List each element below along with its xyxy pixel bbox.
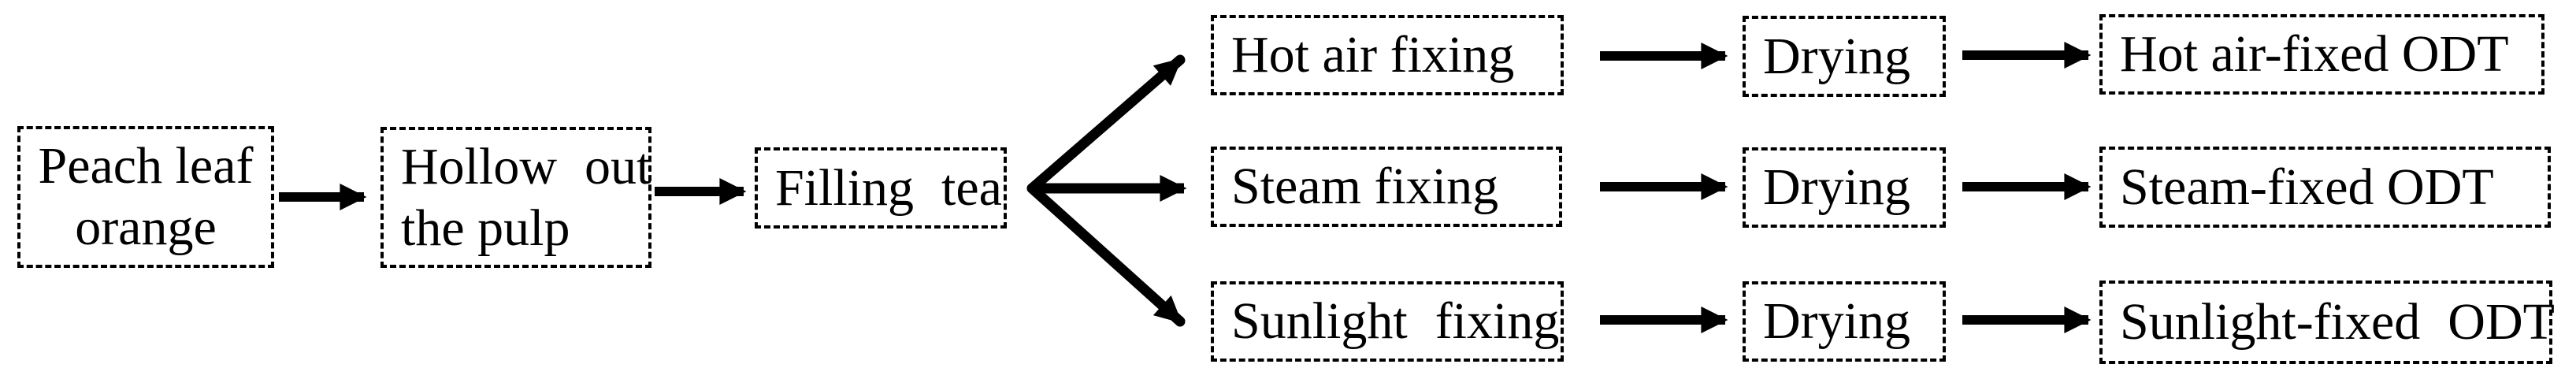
node-label-line: Drying [1763,292,1910,350]
node-steam-fixing: Steam fixing [1211,147,1562,227]
node-drying-bottom: Drying [1743,281,1946,362]
node-drying-top: Drying [1743,16,1946,97]
node-label-line: Hot air fixing [1231,26,1515,84]
node-steam-fixed-odt: Steam-fixed ODT [2099,147,2551,228]
node-sunlight-fixing: Sunlight fixing [1211,281,1564,362]
node-label-line: orange [75,199,217,256]
node-label-line: Drying [1763,27,1910,85]
node-sunlight-fixed-odt: Sunlight-fixed ODT [2099,281,2555,364]
node-label-line: Hot air-fixed ODT [2120,25,2509,83]
branch-arrow-bottom [1026,183,1186,327]
node-label-line: Filling tea [775,158,1002,217]
node-hot-air-fixed-odt: Hot air-fixed ODT [2099,14,2544,95]
node-label-line: Sunlight-fixed ODT [2120,293,2555,351]
node-filling-tea: Filling tea [755,147,1007,229]
node-drying-middle: Drying [1743,147,1946,228]
node-label-line: Sunlight fixing [1231,292,1560,350]
node-label-line: Hollow out [401,137,651,195]
node-label-line: Drying [1763,158,1910,216]
node-hollow-out-the-pulp: Hollow out the pulp [380,127,651,268]
node-label-line: Peach leaf [38,137,254,195]
node-peach-leaf-orange: Peach leaf orange [17,126,274,268]
node-label-line: Steam fixing [1231,158,1499,215]
node-label-line: the pulp [401,199,570,257]
node-hot-air-fixing: Hot air fixing [1211,15,1564,95]
node-label-line: Steam-fixed ODT [2120,158,2494,216]
branch-arrow-top [1026,54,1186,194]
